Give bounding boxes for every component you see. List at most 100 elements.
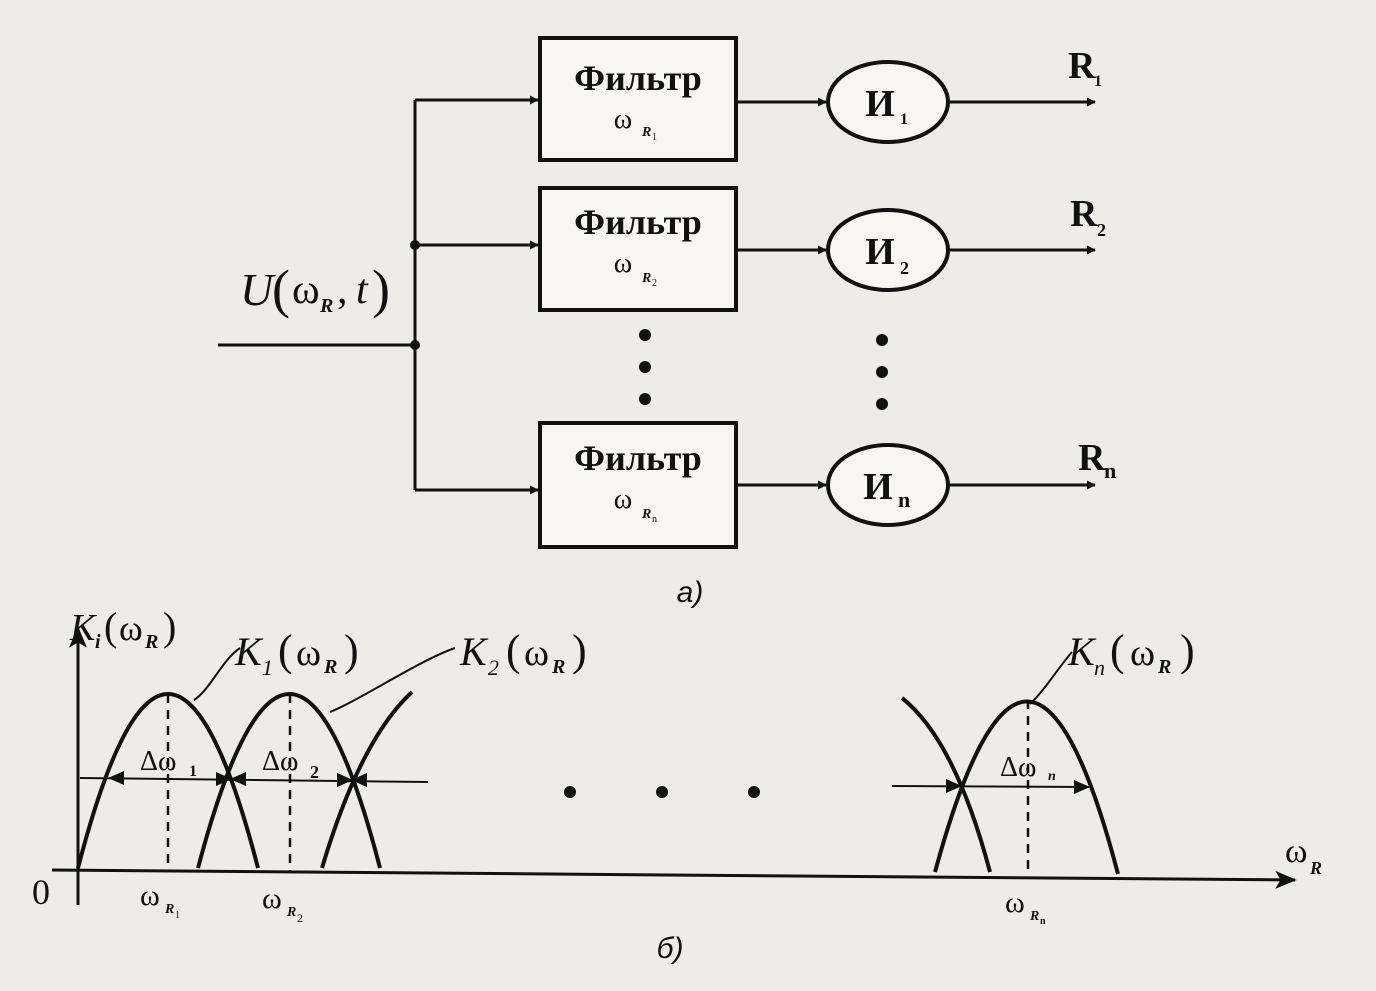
part-b-frequency-response: 0 K i ( ω R ) ω R <box>32 604 1322 965</box>
svg-text:ω: ω <box>292 267 320 313</box>
filter-block-1: Фильтр ω R 1 <box>538 36 738 162</box>
svg-text:n: n <box>1040 916 1046 927</box>
svg-text:R: R <box>1070 193 1098 235</box>
svg-text:R: R <box>144 631 158 653</box>
svg-text:R: R <box>641 125 651 140</box>
svg-text:ω: ω <box>614 248 632 279</box>
svg-text:1: 1 <box>189 763 197 780</box>
svg-text:n: n <box>1048 769 1056 784</box>
svg-text:ω: ω <box>524 632 549 674</box>
svg-text:R: R <box>323 656 337 678</box>
output-label-n: R n <box>1078 437 1116 483</box>
part-a-block-diagram: U ( ω R , t ) Фильтр ω R 1 Фильтр ω R 2 <box>218 36 1116 609</box>
horizontal-ellipsis <box>564 786 760 798</box>
caption-b: б) <box>657 932 684 965</box>
svg-text:K: K <box>69 607 97 649</box>
svg-text:ω: ω <box>140 879 160 912</box>
output-label-2: R 2 <box>1070 193 1106 240</box>
svg-text:K: K <box>1067 629 1097 674</box>
svg-text:2: 2 <box>900 258 909 278</box>
input-signal-label: U ( ω R , t ) <box>240 259 390 319</box>
x-axis <box>51 868 1297 889</box>
leader-line-1 <box>193 647 241 701</box>
caption-a: а) <box>677 576 704 609</box>
svg-text:n: n <box>1104 458 1116 483</box>
bandwidth-label-2: Δω 2 <box>262 746 319 782</box>
response-curve-prev-partial <box>900 696 992 873</box>
svg-text:R: R <box>641 271 651 286</box>
svg-text:И: И <box>863 466 893 508</box>
svg-text:(: ( <box>1110 626 1125 675</box>
svg-text:K: K <box>459 629 489 674</box>
integrator-n: И n <box>826 443 950 527</box>
leader-line-n <box>1029 651 1073 705</box>
svg-text:ω: ω <box>1130 632 1155 674</box>
response-curve-n <box>933 699 1120 875</box>
svg-text:R: R <box>286 905 296 920</box>
output-label-1: R 1 <box>1068 45 1102 90</box>
svg-text:t: t <box>356 267 369 313</box>
svg-text:ω: ω <box>1005 886 1025 919</box>
svg-text:И: И <box>865 231 895 273</box>
svg-text:): ) <box>372 259 390 319</box>
svg-text:ω: ω <box>296 632 321 674</box>
svg-text:2: 2 <box>310 762 319 782</box>
filter-label: Фильтр <box>574 202 702 242</box>
svg-text:,: , <box>337 267 348 313</box>
svg-text:): ) <box>344 626 359 675</box>
svg-text:R: R <box>1309 858 1322 878</box>
bandwidth-arrowheads <box>108 771 1090 794</box>
origin-label: 0 <box>32 872 50 912</box>
svg-text:n: n <box>652 514 657 525</box>
center-label-n: ω R n <box>1005 886 1046 927</box>
svg-text:n: n <box>1094 655 1105 680</box>
svg-text:): ) <box>163 604 176 649</box>
svg-text:ω: ω <box>614 104 632 135</box>
svg-text:K: K <box>234 629 264 674</box>
leader-line-2 <box>329 647 456 713</box>
center-label-2: ω R 2 <box>262 882 303 925</box>
svg-text:R: R <box>319 295 333 317</box>
filter-label: Фильтр <box>574 58 702 98</box>
bandwidth-line-1-2 <box>79 777 429 783</box>
svg-text:n: n <box>898 487 910 512</box>
svg-text:(: ( <box>272 259 290 319</box>
svg-text:(: ( <box>278 626 293 675</box>
svg-text:1: 1 <box>652 132 657 143</box>
svg-text:Δω: Δω <box>1000 752 1036 783</box>
svg-text:R: R <box>1078 437 1106 479</box>
svg-text:(: ( <box>104 604 117 649</box>
integrator-2: И 2 <box>826 208 950 292</box>
svg-text:2: 2 <box>1097 220 1106 240</box>
svg-text:ω: ω <box>119 608 143 648</box>
bandwidth-label-n: Δω n <box>1000 752 1056 784</box>
y-axis-label: K i ( ω R ) <box>69 604 176 653</box>
curve-label-n: K n ( ω R ) <box>1067 626 1195 680</box>
svg-text:1: 1 <box>262 655 273 680</box>
svg-text:): ) <box>1180 626 1195 675</box>
svg-text:2: 2 <box>652 278 657 289</box>
integrator-ellipsis <box>876 334 888 410</box>
svg-text:R: R <box>1157 656 1171 678</box>
svg-text:И: И <box>865 83 895 125</box>
curve-label-2: K 2 ( ω R ) <box>459 626 587 680</box>
svg-text:2: 2 <box>297 911 303 925</box>
bandwidth-label-1: Δω 1 <box>140 746 197 780</box>
svg-text:U: U <box>240 264 276 315</box>
response-curve-3-partial <box>320 690 414 869</box>
svg-text:R: R <box>1068 45 1096 87</box>
x-axis-label: ω R <box>1285 833 1322 878</box>
filter-ellipsis <box>639 329 651 405</box>
svg-text:ω: ω <box>262 882 282 915</box>
svg-text:1: 1 <box>900 111 908 128</box>
curve-label-1: K 1 ( ω R ) <box>234 626 359 680</box>
svg-text:i: i <box>95 631 101 653</box>
svg-text:Δω: Δω <box>262 746 298 777</box>
svg-text:R: R <box>1029 909 1039 924</box>
svg-text:R: R <box>551 656 565 678</box>
svg-text:Δω: Δω <box>140 746 176 777</box>
center-label-1: ω R 1 <box>140 879 180 921</box>
junction-dot <box>410 340 420 350</box>
integrator-1: И 1 <box>826 60 950 144</box>
